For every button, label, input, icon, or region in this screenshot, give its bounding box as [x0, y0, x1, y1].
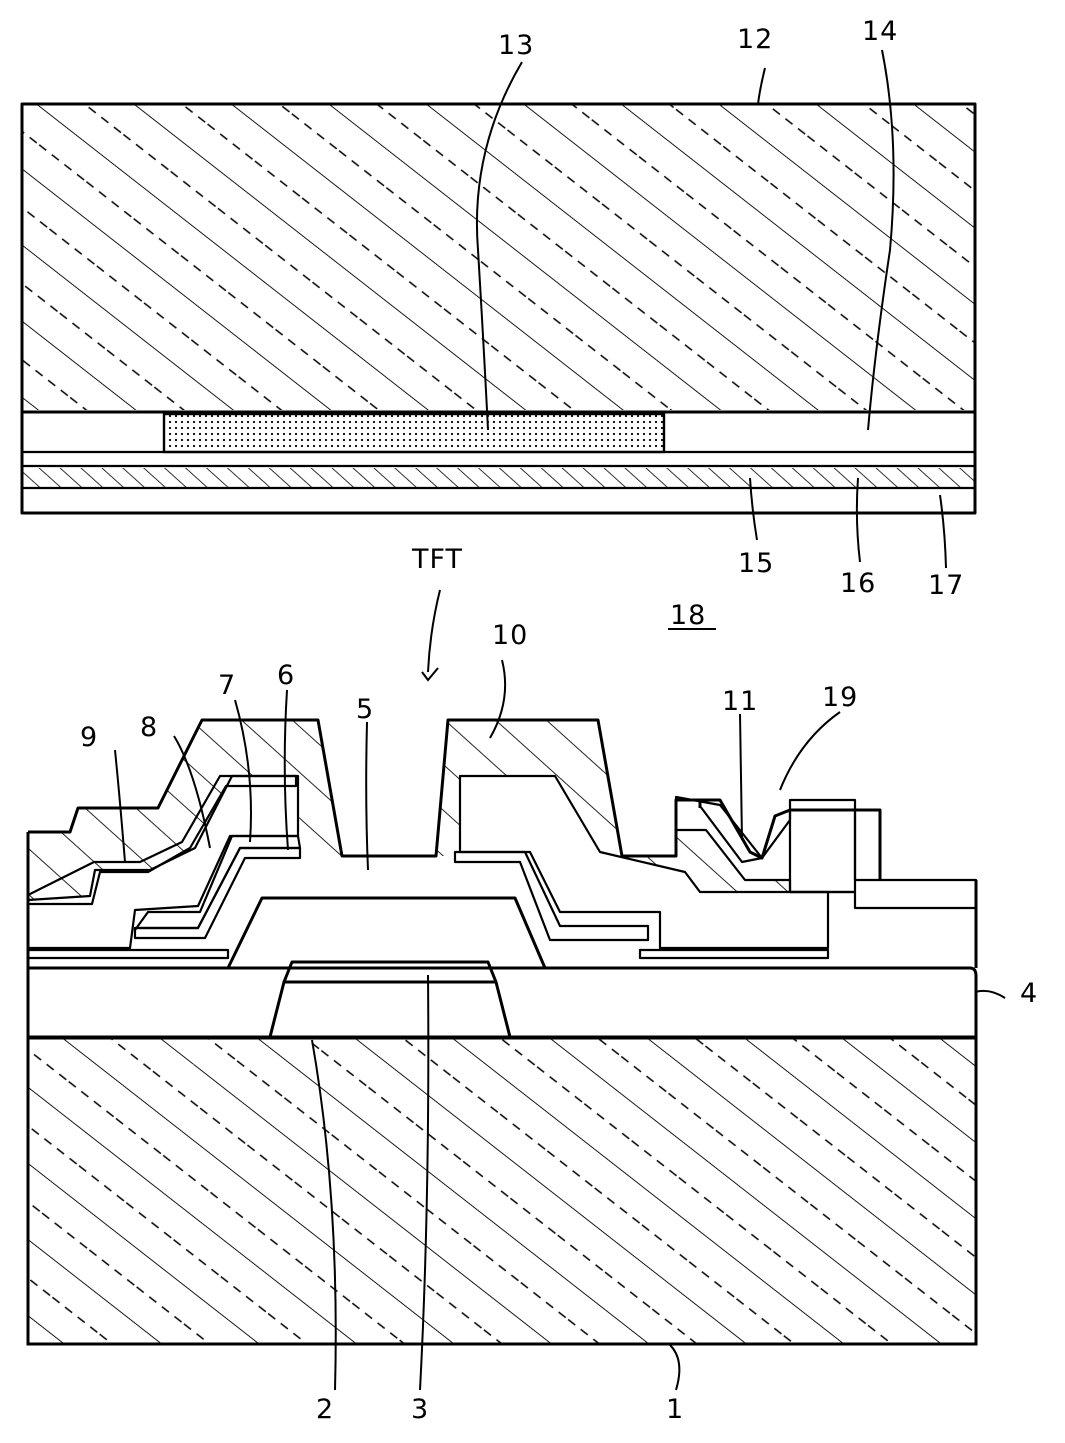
gate-cap-layer [284, 962, 496, 982]
label-16: 16 [840, 568, 876, 599]
label-18: 18 [670, 600, 706, 631]
label-7: 7 [218, 670, 236, 701]
label-9: 9 [80, 722, 98, 753]
upper-substrate-assembly [22, 104, 975, 513]
thin-film-right-bottom [640, 950, 828, 958]
contact-hole-wall [790, 800, 855, 892]
gate-electrode [270, 982, 510, 1037]
label-13: 13 [498, 30, 534, 61]
label-5: 5 [356, 694, 374, 725]
label-14: 14 [862, 16, 898, 47]
counter-glass-substrate [22, 104, 975, 410]
label-17: 17 [928, 570, 964, 601]
label-tft: TFT [411, 544, 463, 575]
label-10: 10 [492, 620, 528, 651]
label-12: 12 [737, 24, 773, 55]
label-3: 3 [411, 1394, 429, 1425]
label-2: 2 [316, 1394, 334, 1425]
semiconductor-layer [228, 898, 545, 968]
thin-film-left-bottom [28, 950, 228, 958]
label-6: 6 [277, 660, 295, 691]
label-8: 8 [140, 712, 158, 743]
common-electrode-layer [22, 468, 975, 487]
label-4: 4 [1020, 978, 1038, 1009]
color-filter-layer [164, 414, 664, 452]
label-11: 11 [722, 686, 758, 717]
glass-substrate [28, 1038, 976, 1344]
label-1: 1 [666, 1394, 684, 1425]
label-19: 19 [822, 682, 858, 713]
label-15: 15 [738, 548, 774, 579]
tft-substrate-assembly [28, 720, 976, 1344]
